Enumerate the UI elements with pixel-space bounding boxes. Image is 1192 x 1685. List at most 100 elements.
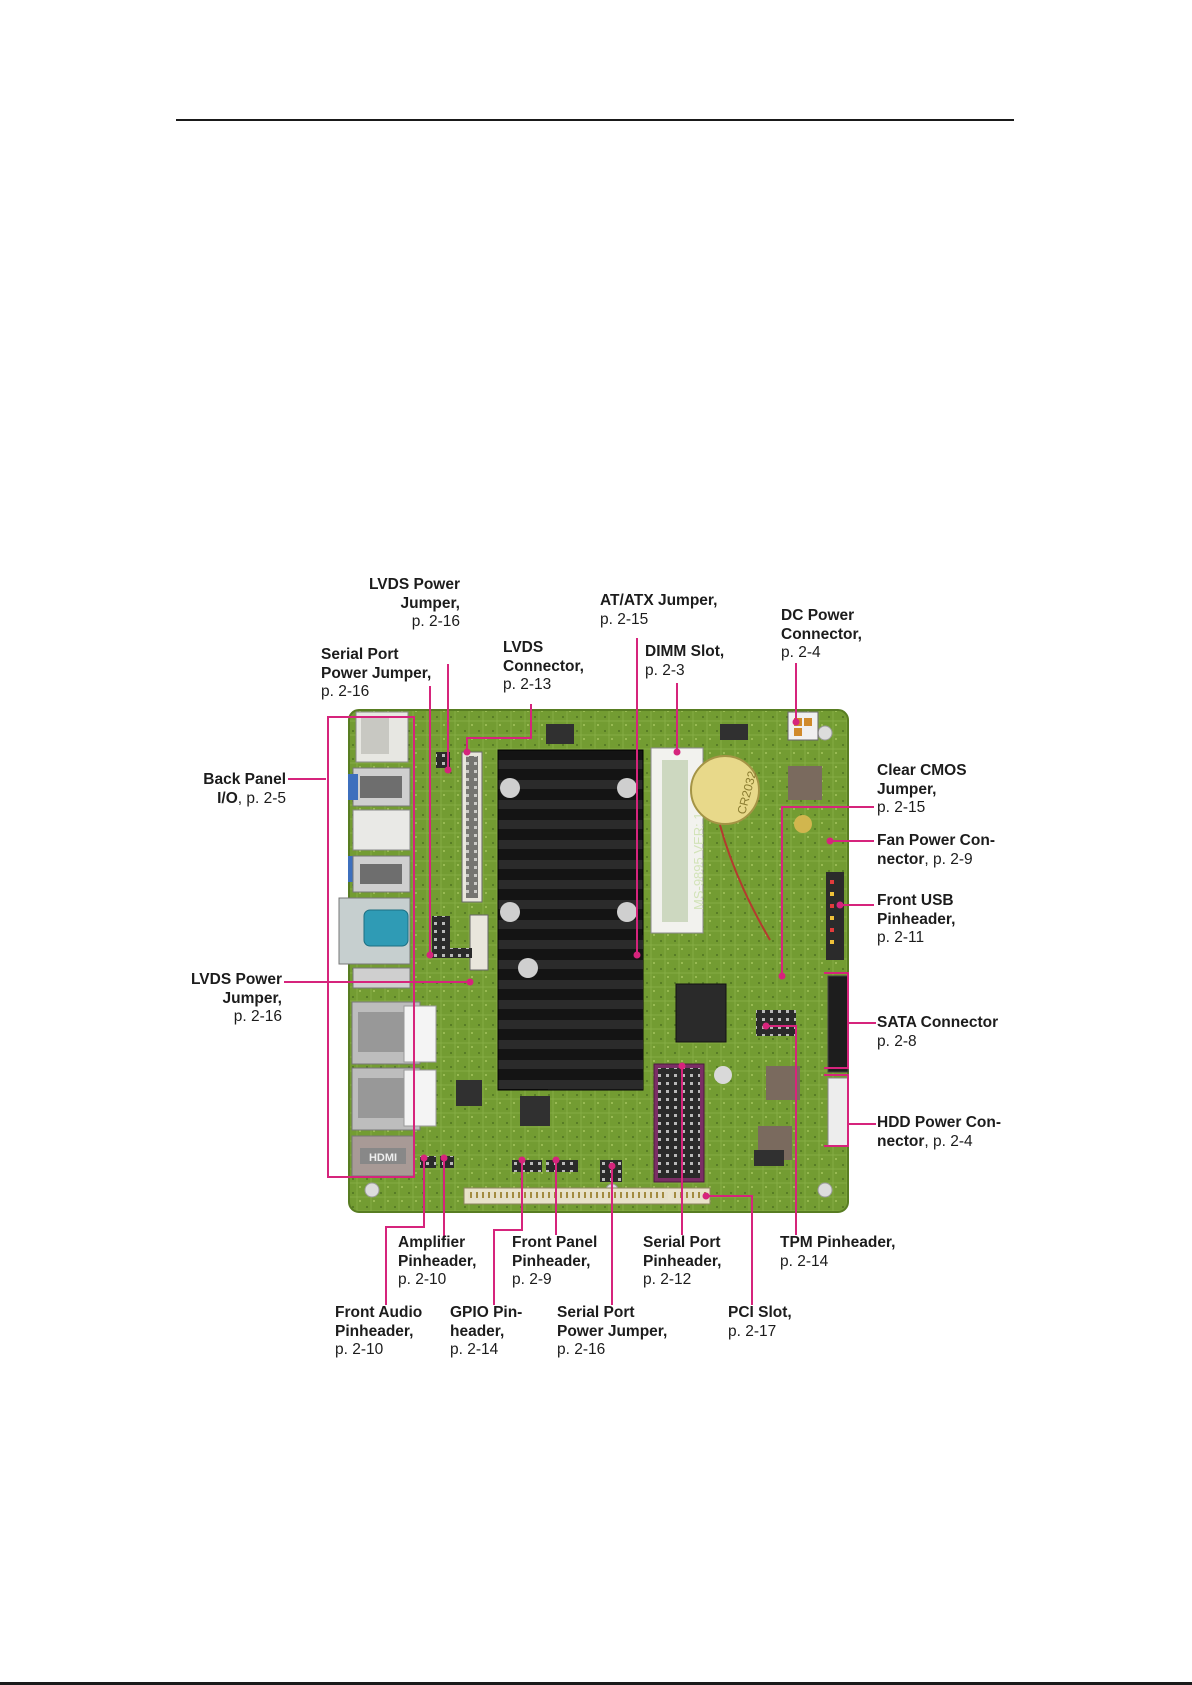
label-line: SATA Connector bbox=[877, 1014, 999, 1031]
label-ref: p. 2-12 bbox=[643, 1271, 692, 1288]
label-gpio-pinheader: GPIO Pin- header, p. 2-14 bbox=[450, 1304, 522, 1360]
lvds-connector bbox=[461, 751, 489, 971]
hdd-power-connector-part bbox=[827, 1077, 849, 1147]
back-panel-io: HDMI bbox=[338, 711, 437, 1177]
label-ref: p. 2-10 bbox=[335, 1341, 384, 1358]
label-line: Clear CMOS bbox=[877, 762, 967, 779]
label-line: LVDS bbox=[503, 639, 544, 656]
callout-line-gpio-pinheader bbox=[493, 1160, 523, 1305]
label-amplifier-pinheader: Amplifier Pinheader, p. 2-10 bbox=[398, 1234, 476, 1290]
label-line: Pinheader, bbox=[335, 1322, 414, 1340]
label-line: Power Jumper, bbox=[557, 1322, 668, 1340]
label-line: Front Panel bbox=[512, 1234, 598, 1251]
label-ref: p. 2-13 bbox=[503, 676, 552, 693]
label-ref: p. 2-4 bbox=[781, 644, 821, 661]
label-line: PCI Slot, bbox=[728, 1304, 792, 1321]
label-ref: p. 2-9 bbox=[512, 1271, 552, 1288]
gpio-pinheader-part bbox=[512, 1160, 542, 1172]
label-ref: p. 2-11 bbox=[877, 929, 925, 946]
label-ref: , p. 2-9 bbox=[924, 850, 973, 868]
label-at-atx-jumper: AT/ATX Jumper, p. 2-15 bbox=[600, 592, 717, 629]
label-line: AT/ATX Jumper, bbox=[600, 592, 718, 609]
label-ref: p. 2-16 bbox=[321, 683, 370, 700]
label-line: LVDS Power bbox=[368, 576, 460, 593]
label-line: Jumper, bbox=[222, 989, 282, 1007]
serial-port-power-jumper-top-part bbox=[432, 916, 450, 956]
dc-power-connector bbox=[787, 711, 819, 741]
label-clear-cmos-jumper: Clear CMOS Jumper, p. 2-15 bbox=[877, 762, 967, 818]
callout-line-front-audio-pinheader bbox=[385, 1158, 425, 1305]
label-line: Pinheader, bbox=[398, 1252, 477, 1270]
label-line: Pinheader, bbox=[877, 910, 956, 928]
label-line: DC Power bbox=[781, 607, 855, 624]
label-front-usb-pinheader: Front USB Pinheader, p. 2-11 bbox=[877, 892, 955, 948]
label-ref: p. 2-14 bbox=[450, 1341, 499, 1358]
label-line: DIMM Slot, bbox=[645, 643, 725, 660]
lvds-power-jumper-left-part bbox=[432, 948, 472, 958]
label-line: Connector, bbox=[781, 625, 862, 643]
label-sata-connector: SATA Connector p. 2-8 bbox=[877, 1014, 998, 1051]
board-silkscreen: MS-9895 VER: 1.0 bbox=[691, 802, 706, 910]
label-line-bold: nector bbox=[877, 1132, 925, 1150]
label-serial-port-pinheader: Serial Port Pinheader, p. 2-12 bbox=[643, 1234, 721, 1290]
label-ref: p. 2-17 bbox=[728, 1322, 777, 1340]
label-fan-power-connector: Fan Power Con- nector, p. 2-9 bbox=[877, 832, 995, 869]
label-line: LVDS Power bbox=[190, 971, 282, 988]
label-line: Serial Port bbox=[321, 646, 399, 663]
callout-bracket-hdd-power-connector bbox=[824, 1074, 849, 1147]
label-front-panel-pinheader: Front Panel Pinheader, p. 2-9 bbox=[512, 1234, 597, 1290]
label-line: Pinheader, bbox=[643, 1252, 722, 1270]
label-ref: p. 2-15 bbox=[600, 610, 649, 628]
label-lvds-power-jumper-left: LVDS Power Jumper, p. 2-16 bbox=[170, 971, 282, 1027]
label-ref: p. 2-8 bbox=[877, 1032, 917, 1050]
label-line: GPIO Pin- bbox=[450, 1304, 523, 1321]
label-lvds-power-jumper-top: LVDS Power Jumper, p. 2-16 bbox=[340, 576, 460, 632]
label-line: HDD Power Con- bbox=[877, 1114, 1001, 1131]
label-ref: p. 2-16 bbox=[233, 1008, 282, 1025]
callout-line-tpm-pinheader bbox=[766, 1025, 797, 1235]
callout-bracket-sata-connector bbox=[824, 972, 849, 1069]
label-ref: , p. 2-4 bbox=[924, 1132, 973, 1150]
label-line-bold: I/O bbox=[217, 789, 238, 807]
tpm-pinheader-part bbox=[756, 1010, 796, 1036]
label-ref: p. 2-15 bbox=[877, 799, 926, 816]
label-line-mixed: nector, p. 2-9 bbox=[877, 851, 995, 870]
label-line: header, bbox=[450, 1322, 505, 1340]
lvds-power-jumper-top-part bbox=[436, 752, 450, 768]
front-usb-pinheader bbox=[826, 872, 844, 960]
label-line: Fan Power Con- bbox=[877, 832, 995, 849]
label-line: Front USB bbox=[877, 892, 954, 909]
label-serial-port-power-jumper-top: Serial Port Power Jumper, p. 2-16 bbox=[321, 646, 431, 702]
label-line: Power Jumper, bbox=[321, 664, 432, 682]
footer-rule bbox=[0, 1682, 1192, 1685]
label-line-bold: nector bbox=[877, 850, 925, 868]
label-front-audio-pinheader: Front Audio Pinheader, p. 2-10 bbox=[335, 1304, 422, 1360]
label-ref: p. 2-16 bbox=[557, 1341, 606, 1358]
label-hdd-power-connector: HDD Power Con- nector, p. 2-4 bbox=[877, 1114, 1001, 1151]
label-line: Front Audio bbox=[335, 1304, 423, 1321]
heatsink bbox=[497, 749, 644, 1091]
label-back-panel-io: Back Panel I/O, p. 2-5 bbox=[176, 771, 286, 808]
front-panel-pinheader-part bbox=[546, 1160, 578, 1172]
callout-line-lvds-connector bbox=[466, 704, 532, 752]
serial-port-pinheader bbox=[653, 1063, 705, 1183]
label-line: Jumper, bbox=[400, 594, 460, 612]
label-line: Connector, bbox=[503, 657, 584, 675]
label-line-mixed: nector, p. 2-4 bbox=[877, 1133, 1001, 1152]
label-lvds-connector: LVDS Connector, p. 2-13 bbox=[503, 639, 584, 695]
rear-label: HDMI bbox=[369, 1152, 397, 1164]
callout-line-clear-cmos-jumper bbox=[781, 806, 874, 976]
chipset bbox=[675, 983, 727, 1043]
label-serial-port-power-jumper-bottom: Serial Port Power Jumper, p. 2-16 bbox=[557, 1304, 667, 1360]
label-ref: p. 2-14 bbox=[780, 1252, 829, 1270]
pci-slot bbox=[463, 1187, 711, 1205]
header-rule bbox=[176, 119, 1014, 121]
label-ref: , p. 2-5 bbox=[237, 789, 286, 807]
label-line: Pinheader, bbox=[512, 1252, 591, 1270]
label-ref: p. 2-16 bbox=[411, 613, 460, 630]
sata-connector-part bbox=[827, 975, 849, 1073]
label-line-mixed: I/O, p. 2-5 bbox=[176, 790, 286, 809]
label-line: Serial Port bbox=[643, 1234, 721, 1251]
label-line: Serial Port bbox=[557, 1304, 635, 1321]
